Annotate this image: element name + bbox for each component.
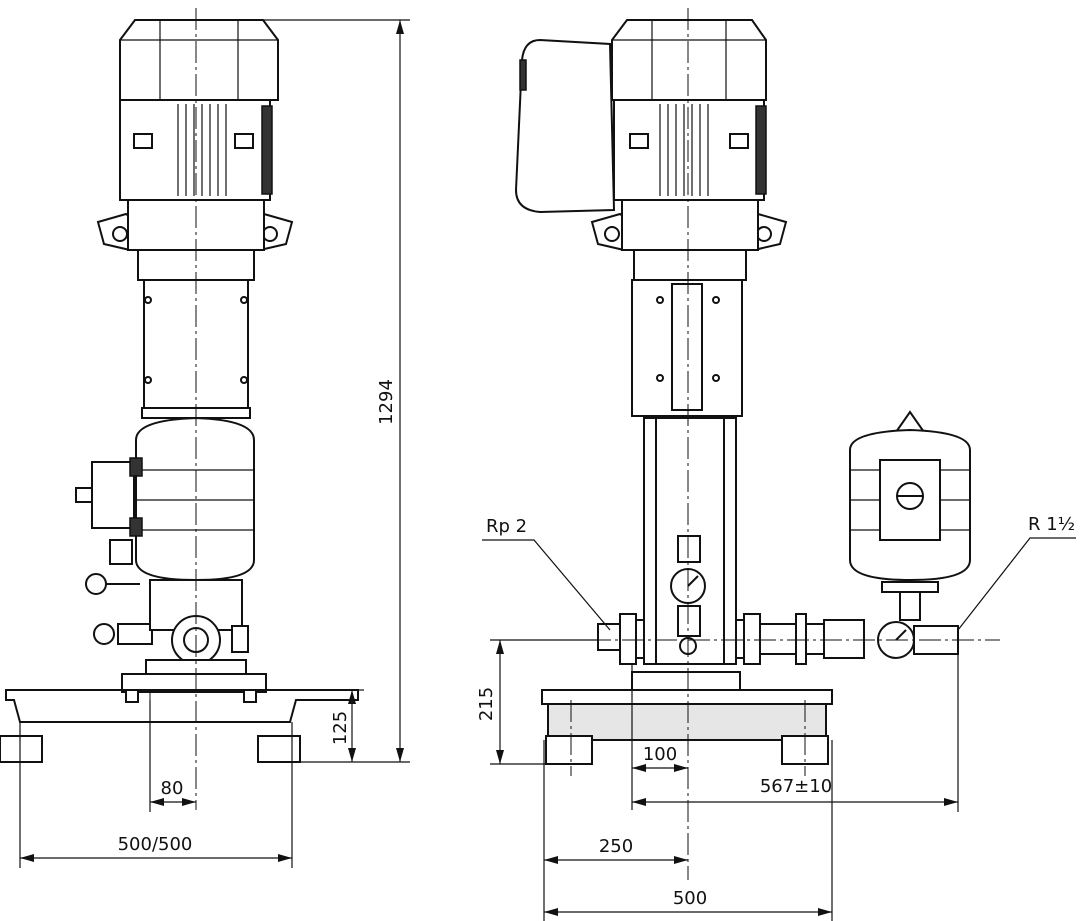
label-outlet-connection: R 1½ [1028,514,1075,535]
side-foot-right [257,735,301,763]
front-discharge-pipe [759,623,797,655]
side-view [0,8,359,810]
label-total-height: 1294 [376,379,397,425]
side-dimensions [19,19,410,868]
label-inlet-connection: Rp 2 [486,516,527,537]
side-motor-body [119,99,271,201]
side-foot-left [0,735,43,763]
front-motor-fins [659,104,709,196]
front-base-plate [541,689,833,705]
label-offset-100: 100 [643,744,677,765]
side-valve-handwheel-lower [93,623,115,645]
front-inlet-flange [619,613,637,665]
inlet-leader-line [482,539,611,631]
label-inlet-height: 215 [476,687,497,721]
label-offset-80: 80 [161,778,184,799]
side-valve-handwheel-upper [85,573,107,595]
front-motor-body [613,99,765,201]
label-footprint-side: 500/500 [118,834,193,855]
outlet-leader-line [957,537,1076,631]
front-view [490,8,1000,880]
side-motor-cover [119,19,279,101]
front-outlet-flange [743,613,761,665]
side-pressure-switch-box [91,461,135,529]
label-half-width: 250 [599,836,633,857]
side-motor-dark-strip [261,105,273,195]
side-motor-fins [177,104,227,196]
label-connection-span: 567±10 [760,776,832,797]
front-motor-cover [611,19,767,101]
side-pump-foot [121,673,267,693]
front-control-box [514,38,616,214]
front-pump-foot [631,671,741,691]
front-foot-left [545,735,593,765]
side-expansion-vessel [135,416,255,582]
label-base-height-side: 125 [330,711,351,745]
front-dimensions [482,537,1076,921]
label-base-width: 500 [673,888,707,909]
side-base-frame [5,689,359,723]
